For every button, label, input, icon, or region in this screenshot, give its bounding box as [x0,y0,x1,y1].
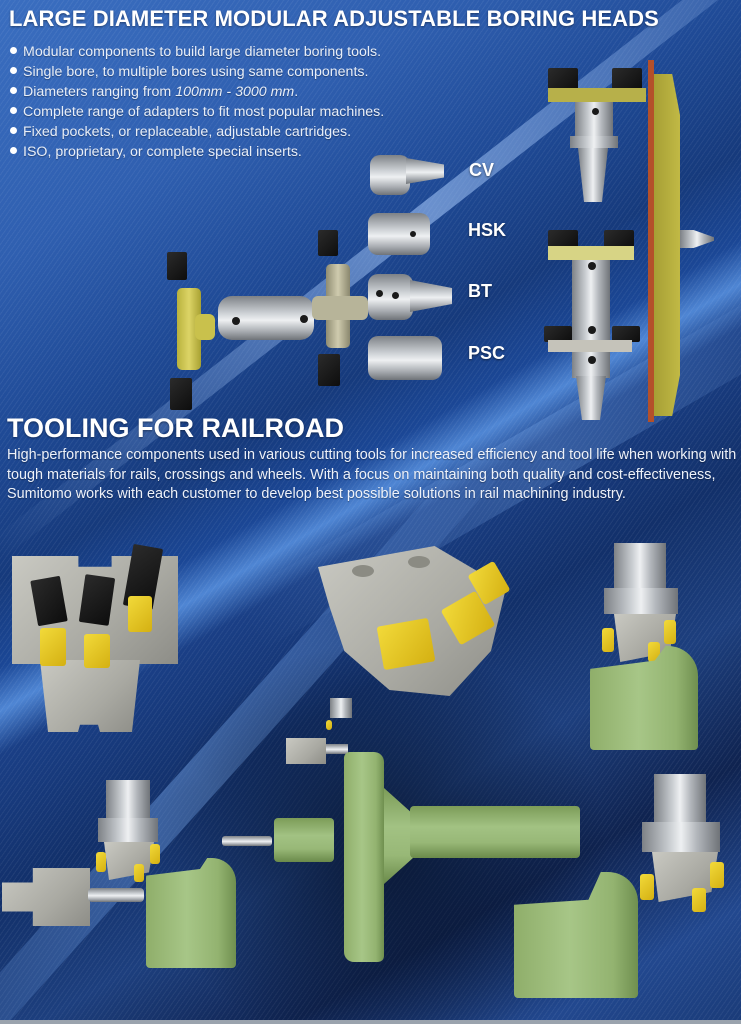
railroad-description: High-performance components used in vari… [7,447,737,502]
bullet-icon [10,107,17,114]
section-title-boring-heads: LARGE DIAMETER MODULAR ADJUSTABLE BORING… [9,6,659,31]
feature-bullet: Complete range of adapters to fit most p… [10,102,384,122]
feature-bullet: Fixed pockets, or replaceable, adjustabl… [10,122,384,142]
bullet-icon [10,67,17,74]
bullet-icon [10,147,17,154]
bullet-icon [10,47,17,54]
feature-bullet: Single bore, to multiple bores using sam… [10,62,384,82]
diameter-range: 100mm - 3000 mm [175,84,295,100]
bullet-icon [10,127,17,134]
feature-bullet-list: Modular components to build large diamet… [10,42,384,162]
feature-bullet: ISO, proprietary, or complete special in… [10,142,384,162]
section-title-railroad: TOOLING FOR RAILROAD [7,413,344,443]
bottom-border [0,1020,741,1024]
adapter-label-hsk: HSK [468,220,507,240]
adapter-label-psc: PSC [468,343,506,363]
feature-bullet: Modular components to build large diamet… [10,42,384,62]
adapter-label-cv: CV [469,160,495,180]
feature-bullet: Diameters ranging from 100mm - 3000 mm. [10,82,384,102]
bullet-icon [10,87,17,94]
adapter-label-bt: BT [468,281,492,301]
